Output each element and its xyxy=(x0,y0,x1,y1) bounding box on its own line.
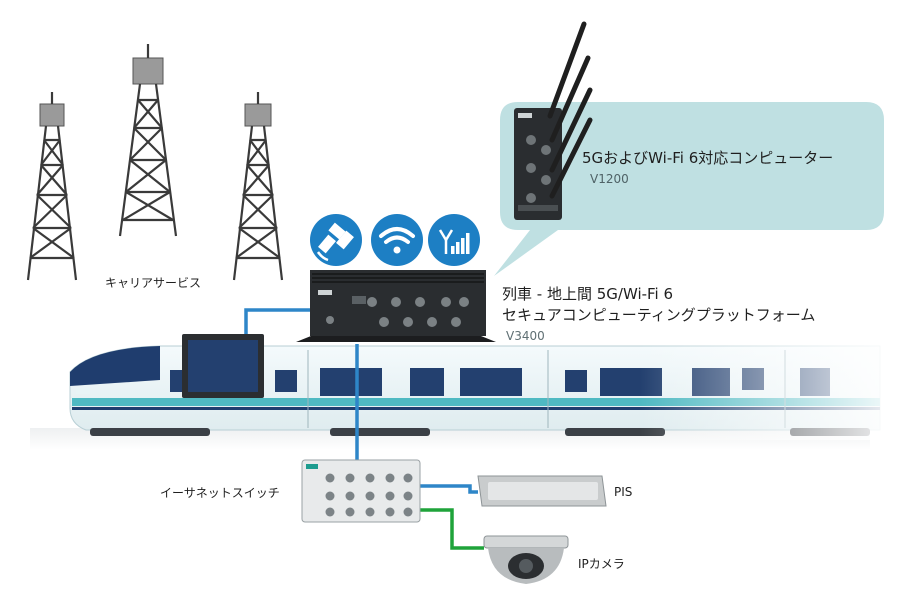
train-window xyxy=(460,368,522,396)
pis-label: PIS xyxy=(614,485,633,499)
train-fade xyxy=(640,340,890,440)
v1200-computer xyxy=(514,21,593,220)
train-window xyxy=(320,368,382,396)
train-window xyxy=(410,368,444,396)
carrier-service-label: キャリアサービス xyxy=(105,276,202,290)
wifi-icon xyxy=(371,214,423,266)
train xyxy=(69,340,890,440)
main-device-model: V3400 xyxy=(506,329,545,343)
camera-link xyxy=(420,508,484,550)
cell-tower-left xyxy=(26,92,78,281)
ethernet-links xyxy=(244,308,478,494)
callout-title: 5GおよびWi-Fi 6対応コンピューター xyxy=(582,149,834,167)
cellular-signal-icon xyxy=(428,214,480,266)
link-pis xyxy=(420,484,478,494)
main-device-title-line2: セキュアコンピューティングプラットフォーム xyxy=(502,306,816,324)
link-display xyxy=(244,308,310,336)
antenna xyxy=(547,21,587,119)
ethernet-switch-label: イーサネットスイッチ xyxy=(160,486,280,500)
antenna xyxy=(549,55,591,143)
callout-model: V1200 xyxy=(590,172,629,186)
v3400-computer xyxy=(296,270,496,342)
train-window xyxy=(275,370,297,392)
ip-camera xyxy=(483,535,569,584)
ip-camera-label: IPカメラ xyxy=(578,557,625,571)
train-nose xyxy=(70,346,160,386)
ethernet-switch xyxy=(301,459,421,523)
satellite-icon xyxy=(310,214,362,266)
cell-tower-middle xyxy=(118,44,178,237)
onboard-display xyxy=(182,334,264,398)
train-window xyxy=(565,370,587,392)
antenna xyxy=(549,117,593,199)
callout-bubble xyxy=(494,102,884,276)
main-device-title-line1: 列車 - 地上間 5G/Wi-Fi 6 xyxy=(502,285,674,303)
antenna xyxy=(549,87,593,173)
train-stripe xyxy=(72,398,880,406)
cell-tower-right xyxy=(232,92,284,281)
pis-display xyxy=(477,475,607,507)
